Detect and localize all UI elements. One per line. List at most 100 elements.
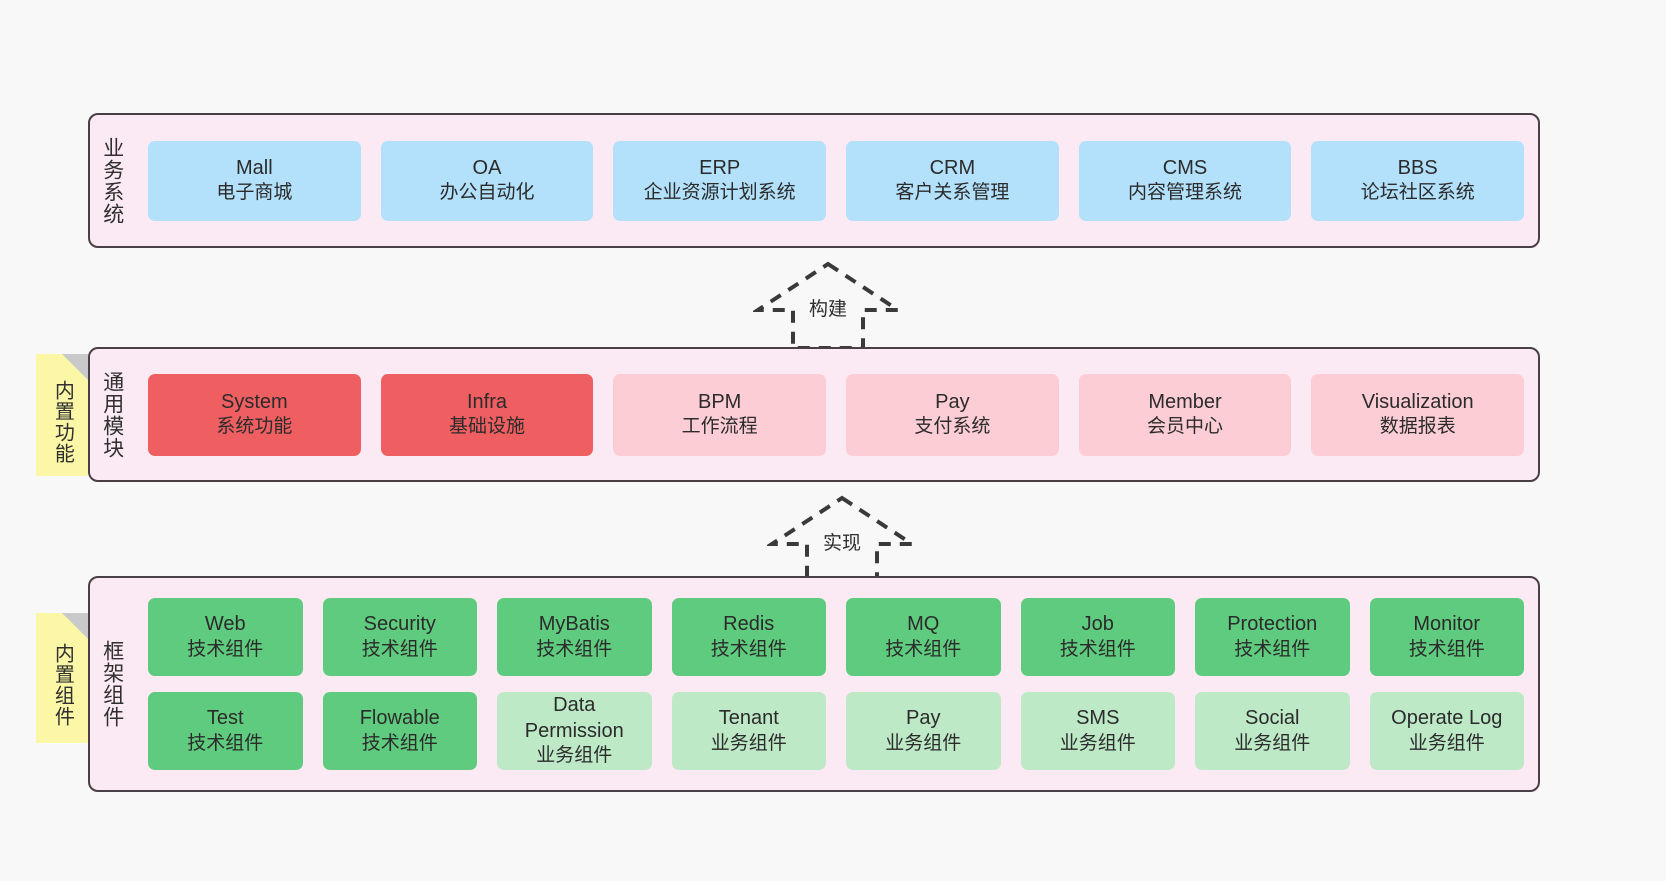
card-system-title: System [220,390,288,413]
card-crm-subtitle: 客户关系管理 [895,182,1010,204]
card-flowable[interactable]: Flowable 技术组件 [322,692,477,770]
card-mall-subtitle: 电子商城 [216,182,293,204]
card-security-title: Security [363,613,436,636]
card-security-subtitle: 技术组件 [361,638,438,660]
card-cms-title: CMS [1162,156,1208,179]
layer-framework-component: 框架组件 Web 技术组件 Security 技术组件 MyBatis 技术组件… [88,576,1540,792]
card-web-title: Web [204,613,246,636]
card-member-title: Member [1148,390,1222,413]
card-oa-subtitle: 办公自动化 [439,182,535,204]
business-system-row: Mall 电子商城 OA 办公自动化 ERP 企业资源计划系统 CRM 客户关系… [148,140,1525,221]
card-web[interactable]: Web 技术组件 [148,598,303,676]
card-web-subtitle: 技术组件 [187,638,264,660]
common-module-row: System 系统功能 Infra 基础设施 BPM 工作流程 Pay 支付系统… [148,373,1525,456]
layer-business-system-body: Mall 电子商城 OA 办公自动化 ERP 企业资源计划系统 CRM 客户关系… [134,115,1538,246]
card-member[interactable]: Member 会员中心 [1078,373,1292,456]
card-visualization-subtitle: 数据报表 [1379,416,1456,438]
card-data-permission-subtitle: 业务组件 [536,745,613,767]
card-system[interactable]: System 系统功能 [148,373,361,456]
card-data-permission[interactable]: Data Permission 业务组件 [497,692,652,770]
card-bbs[interactable]: BBS 论坛社区系统 [1311,140,1525,221]
card-pay-component[interactable]: Pay 业务组件 [846,692,1001,770]
card-redis-title: Redis [723,613,775,636]
note-fold-corner-icon [62,354,88,380]
card-mq[interactable]: MQ 技术组件 [846,598,1001,676]
card-sms-subtitle: 业务组件 [1059,732,1136,754]
card-test-title: Test [206,707,244,730]
card-operate-log[interactable]: Operate Log 业务组件 [1369,692,1524,770]
layer-framework-component-label: 框架组件 [100,640,124,728]
note-builtin-component: 内置组件 [36,613,88,743]
card-crm-title: CRM [929,156,976,179]
card-operate-log-subtitle: 业务组件 [1408,732,1485,754]
card-tenant[interactable]: Tenant 业务组件 [671,692,826,770]
card-job-title: Job [1081,613,1114,636]
card-redis[interactable]: Redis 技术组件 [671,598,826,676]
card-visualization-title: Visualization [1361,390,1474,413]
framework-component-row-2: Test 技术组件 Flowable 技术组件 Data Permission … [148,692,1524,770]
card-protection[interactable]: Protection 技术组件 [1195,598,1350,676]
card-pay-component-title: Pay [906,707,941,730]
card-monitor-subtitle: 技术组件 [1408,638,1485,660]
card-bbs-title: BBS [1397,156,1438,179]
note-builtin-component-label: 内置组件 [51,643,74,727]
card-sms[interactable]: SMS 业务组件 [1020,692,1175,770]
card-mall[interactable]: Mall 电子商城 [148,140,361,221]
card-mybatis[interactable]: MyBatis 技术组件 [497,598,652,676]
layer-business-system-label: 业务系统 [100,136,124,225]
connector-implement-label: 实现 [822,533,862,554]
connector-implement: 实现 [767,492,917,584]
card-member-subtitle: 会员中心 [1147,416,1224,438]
card-flowable-subtitle: 技术组件 [361,732,438,754]
card-job-subtitle: 技术组件 [1059,638,1136,660]
card-pay-module[interactable]: Pay 支付系统 [846,373,1059,456]
card-bpm-subtitle: 工作流程 [681,416,758,438]
card-infra-subtitle: 基础设施 [449,416,526,438]
connector-build-label: 构建 [808,299,848,320]
card-tenant-subtitle: 业务组件 [710,732,787,754]
card-cms[interactable]: CMS 内容管理系统 [1078,140,1292,221]
card-monitor[interactable]: Monitor 技术组件 [1369,598,1524,676]
layer-framework-component-body: Web 技术组件 Security 技术组件 MyBatis 技术组件 Redi… [134,578,1538,790]
card-social[interactable]: Social 业务组件 [1195,692,1350,770]
card-data-permission-title: Data Permission [524,694,624,742]
framework-component-row-1: Web 技术组件 Security 技术组件 MyBatis 技术组件 Redi… [148,598,1524,676]
card-infra-title: Infra [466,390,508,413]
card-pay-module-subtitle: 支付系统 [914,416,991,438]
card-redis-subtitle: 技术组件 [710,638,787,660]
note-builtin-function: 内置功能 [36,354,88,476]
note-fold-corner-icon [62,613,88,639]
card-pay-component-subtitle: 业务组件 [885,732,962,754]
card-test-subtitle: 技术组件 [187,732,264,754]
card-mq-title: MQ [907,613,940,636]
card-erp-subtitle: 企业资源计划系统 [643,182,796,204]
card-protection-subtitle: 技术组件 [1234,638,1311,660]
card-oa[interactable]: OA 办公自动化 [380,140,594,221]
card-mybatis-title: MyBatis [538,613,610,636]
card-job[interactable]: Job 技术组件 [1020,598,1175,676]
card-operate-log-title: Operate Log [1391,707,1503,730]
card-test[interactable]: Test 技术组件 [148,692,303,770]
note-builtin-function-label: 内置功能 [51,380,74,464]
card-security[interactable]: Security 技术组件 [322,598,477,676]
card-erp-title: ERP [699,156,741,179]
layer-business-system: 业务系统 Mall 电子商城 OA 办公自动化 ERP 企业资源计划系统 CRM [88,113,1540,248]
card-erp[interactable]: ERP 企业资源计划系统 [613,140,827,221]
card-bpm[interactable]: BPM 工作流程 [613,373,827,456]
card-social-title: Social [1245,707,1300,730]
card-mybatis-subtitle: 技术组件 [536,638,613,660]
card-bbs-subtitle: 论坛社区系统 [1360,182,1475,204]
card-sms-title: SMS [1076,707,1120,730]
card-crm[interactable]: CRM 客户关系管理 [846,140,1059,221]
connector-build: 构建 [753,258,903,350]
card-oa-title: OA [472,156,502,179]
card-infra[interactable]: Infra 基础设施 [380,373,594,456]
card-protection-title: Protection [1227,613,1318,636]
card-pay-module-title: Pay [935,390,970,413]
card-visualization[interactable]: Visualization 数据报表 [1311,373,1525,456]
layer-common-module: 通用模块 System 系统功能 Infra 基础设施 BPM 工作流程 Pay [88,347,1540,482]
card-mall-title: Mall [236,156,273,179]
card-bpm-title: BPM [698,390,742,413]
layer-common-module-body: System 系统功能 Infra 基础设施 BPM 工作流程 Pay 支付系统… [134,349,1538,480]
